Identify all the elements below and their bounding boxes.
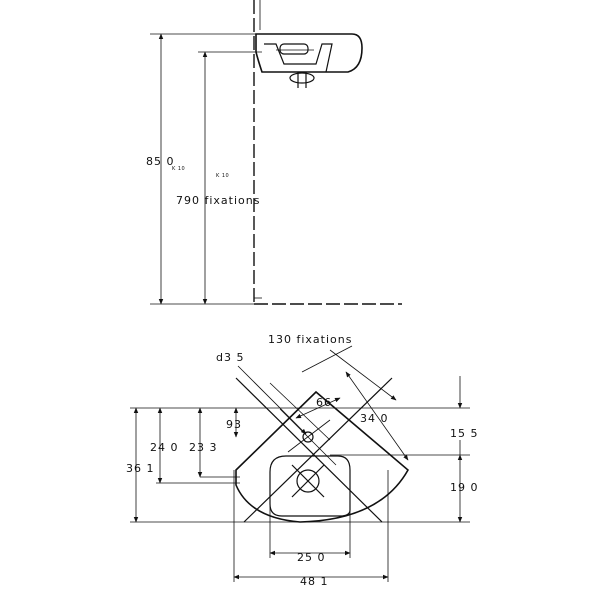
dim-250-label: 25 0 xyxy=(297,551,326,564)
plan-waste-outer xyxy=(296,469,320,493)
side-basin-outline xyxy=(255,33,363,73)
side-waste xyxy=(289,72,315,84)
plan-view: 130 fixations d3 5 66 34 0 93 24 0 23 3 … xyxy=(126,333,479,588)
dim-190-label: 19 0 xyxy=(450,481,479,494)
dim-130-line xyxy=(301,345,353,373)
dim-340-label: 34 0 xyxy=(360,412,389,425)
dim-790-tolerance: K 10 xyxy=(216,173,229,179)
dim-66-label: 66 xyxy=(316,396,332,409)
dim-340-line xyxy=(345,371,409,461)
dim-850-tolerance: K 10 xyxy=(172,166,185,172)
dim-130-label: 130 fixations xyxy=(268,333,352,346)
dim-361-label: 36 1 xyxy=(126,462,155,475)
side-basin-bowl xyxy=(264,43,333,73)
plan-waste-cross-2 xyxy=(291,464,325,498)
plan-basin-bowl xyxy=(269,455,351,517)
dim-130-line-b xyxy=(329,349,397,401)
dim-d35-label: d3 5 xyxy=(216,351,244,364)
dim-d35-leader xyxy=(237,365,307,435)
dim-850-label: 85 0 xyxy=(146,155,175,168)
dim-233-label: 23 3 xyxy=(189,441,218,454)
plan-wall-left xyxy=(235,377,383,523)
side-view: 85 0 K 10 K 10 790 fixations xyxy=(146,0,402,305)
dim-790-label: 790 fixations xyxy=(176,194,260,207)
dim-93-label: 93 xyxy=(226,418,242,431)
dim-240-label: 24 0 xyxy=(150,441,179,454)
dim-481-label: 48 1 xyxy=(300,575,329,588)
plan-tap-axis-2 xyxy=(287,419,331,453)
dim-130-ext xyxy=(269,382,331,441)
plan-tap-hole xyxy=(302,431,314,443)
side-tap-hole xyxy=(279,43,309,55)
dim-155-label: 15 5 xyxy=(450,427,479,440)
